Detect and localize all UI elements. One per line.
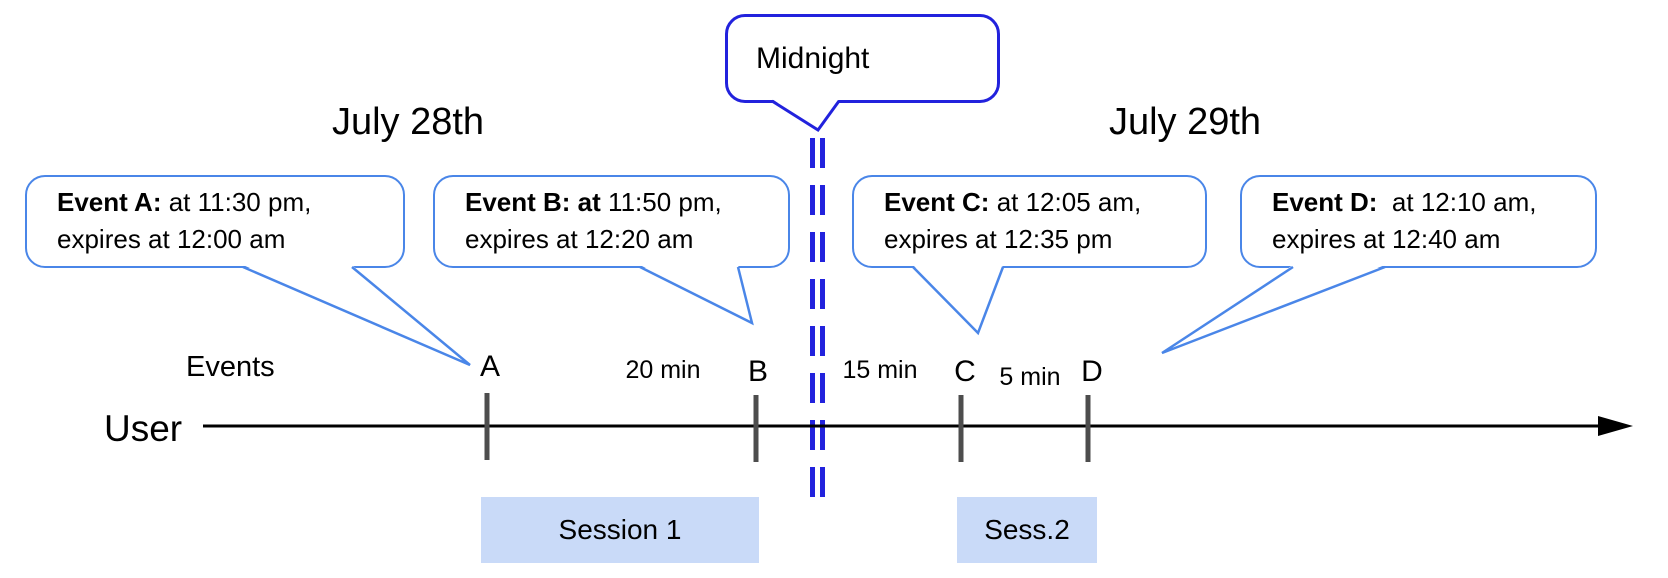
event-b-callout-tail [640,265,752,323]
session-1-box: Session 1 [481,497,759,563]
event-c-callout-tail-outline [912,266,1005,336]
date-title-july-29: July 29th [1108,101,1262,143]
event-c-line1: Event C: at 12:05 am, [884,187,1142,217]
event-b-callout: Event B: at 11:50 pm, expires at 12:20 a… [433,175,790,268]
midnight-callout-tail-outline [771,99,841,133]
event-c-line2: expires at 12:35 pm [884,224,1113,254]
event-b-line1: Event B: at 11:50 pm, [465,187,722,217]
event-d-callout: Event D: at 12:10 am, expires at 12:40 a… [1240,175,1597,268]
event-a-callout: Event A: at 11:30 pm, expires at 12:00 a… [25,175,405,268]
tick-label-a: A [479,350,500,383]
midnight-callout: Midnight [725,14,1000,103]
date-title-july-28: July 28th [331,101,485,143]
interval-cd-label: 5 min [999,363,1061,391]
event-d-line2: expires at 12:40 am [1272,224,1501,254]
event-a-callout-tail-outline [242,265,471,367]
tick-label-d: D [1081,355,1103,388]
tick-label-c: C [954,355,976,388]
session-1-label: Session 1 [558,514,682,545]
event-b-line2: expires at 12:20 am [465,224,694,254]
event-a-callout-tail [243,265,470,365]
event-b-callout-tail-outline [639,265,754,326]
timeline-arrowhead [1598,416,1633,436]
event-c-callout: Event C: at 12:05 am, expires at 12:35 p… [852,175,1207,268]
events-axis-label: Events [186,351,275,383]
tick-label-b: B [747,355,768,388]
event-d-line1: Event D: at 12:10 am, [1272,187,1537,217]
event-d-callout-tail [1162,265,1385,353]
interval-ab-label: 20 min [625,356,701,384]
event-d-callout-tail-outline [1161,265,1386,355]
event-a-line1: Event A: at 11:30 pm, [57,187,312,217]
midnight-callout-tail [772,99,839,130]
user-axis-label: User [104,408,183,449]
midnight-label: Midnight [756,41,870,75]
event-c-callout-tail [913,265,1003,333]
event-a-line2: expires at 12:00 am [57,224,286,254]
interval-bc-label: 15 min [842,356,918,384]
session-2-box: Sess.2 [957,497,1097,563]
session-2-label: Sess.2 [984,514,1070,545]
